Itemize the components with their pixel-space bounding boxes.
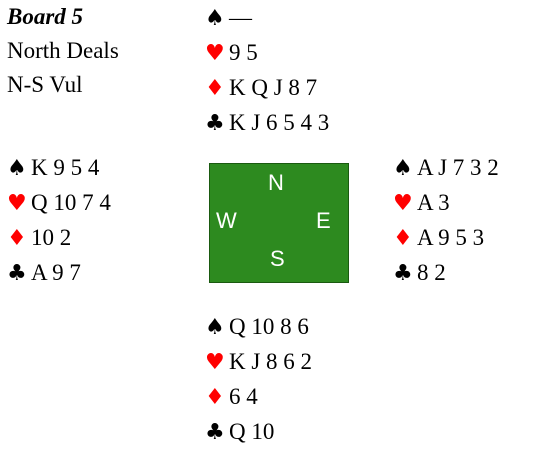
compass-table: N W E S <box>209 163 349 283</box>
board-title: Board 5 <box>7 4 84 29</box>
heart-icon: ♥ <box>205 41 225 66</box>
south-hearts: K J 8 6 2 <box>229 349 313 374</box>
compass-south: S <box>270 246 285 271</box>
west-hand: ♠K 9 5 4 ♥Q 10 7 4 ♦10 2 ♣A 9 7 <box>7 150 111 290</box>
south-diamonds-row: ♦6 4 <box>205 379 312 414</box>
east-spades-row: ♠A J 7 3 2 <box>393 150 499 185</box>
north-hearts-row: ♥9 5 <box>205 35 329 70</box>
north-diamonds-row: ♦K Q J 8 7 <box>205 70 329 105</box>
spade-icon: ♠ <box>205 6 225 31</box>
west-clubs: A 9 7 <box>31 260 81 285</box>
south-clubs-row: ♣Q 10 <box>205 414 312 449</box>
south-hearts-row: ♥K J 8 6 2 <box>205 344 312 379</box>
south-clubs: Q 10 <box>229 419 275 444</box>
west-clubs-row: ♣A 9 7 <box>7 255 111 290</box>
spade-icon: ♠ <box>205 315 225 340</box>
east-hearts-row: ♥A 3 <box>393 185 499 220</box>
spade-icon: ♠ <box>393 156 413 181</box>
vulnerability-text: N-S Vul <box>7 72 83 97</box>
north-spades-row: ♠— <box>205 0 329 35</box>
heart-icon: ♥ <box>7 191 27 216</box>
compass-north: N <box>268 170 284 195</box>
south-diamonds: 6 4 <box>229 384 258 409</box>
west-spades-row: ♠K 9 5 4 <box>7 150 111 185</box>
west-diamonds: 10 2 <box>31 225 72 250</box>
compass-west: W <box>216 208 237 233</box>
west-diamonds-row: ♦10 2 <box>7 220 111 255</box>
diamond-icon: ♦ <box>393 226 413 251</box>
north-hearts: 9 5 <box>229 40 258 65</box>
club-icon: ♣ <box>393 261 413 286</box>
east-spades: A J 7 3 2 <box>417 155 499 180</box>
north-clubs: K J 6 5 4 3 <box>229 110 330 135</box>
east-hearts: A 3 <box>417 190 450 215</box>
club-icon: ♣ <box>7 261 27 286</box>
west-hearts-row: ♥Q 10 7 4 <box>7 185 111 220</box>
heart-icon: ♥ <box>205 350 225 375</box>
south-spades: Q 10 8 6 <box>229 314 309 339</box>
diamond-icon: ♦ <box>205 385 225 410</box>
club-icon: ♣ <box>205 111 225 136</box>
west-spades: K 9 5 4 <box>31 155 100 180</box>
south-spades-row: ♠Q 10 8 6 <box>205 309 312 344</box>
north-spades: — <box>229 5 252 30</box>
north-hand: ♠— ♥9 5 ♦K Q J 8 7 ♣K J 6 5 4 3 <box>205 0 329 140</box>
diamond-icon: ♦ <box>205 76 225 101</box>
east-clubs: 8 2 <box>417 260 446 285</box>
diamond-icon: ♦ <box>7 226 27 251</box>
north-diamonds: K Q J 8 7 <box>229 75 318 100</box>
dealer-text: North Deals <box>7 38 119 63</box>
board-info: Board 5 North Deals N-S Vul <box>7 0 119 102</box>
east-clubs-row: ♣8 2 <box>393 255 499 290</box>
west-hearts: Q 10 7 4 <box>31 190 111 215</box>
east-hand: ♠A J 7 3 2 ♥A 3 ♦A 9 5 3 ♣8 2 <box>393 150 499 290</box>
club-icon: ♣ <box>205 420 225 445</box>
north-clubs-row: ♣K J 6 5 4 3 <box>205 105 329 140</box>
east-diamonds: A 9 5 3 <box>417 225 485 250</box>
spade-icon: ♠ <box>7 156 27 181</box>
compass-east: E <box>316 208 331 233</box>
east-diamonds-row: ♦A 9 5 3 <box>393 220 499 255</box>
south-hand: ♠Q 10 8 6 ♥K J 8 6 2 ♦6 4 ♣Q 10 <box>205 309 312 449</box>
heart-icon: ♥ <box>393 191 413 216</box>
